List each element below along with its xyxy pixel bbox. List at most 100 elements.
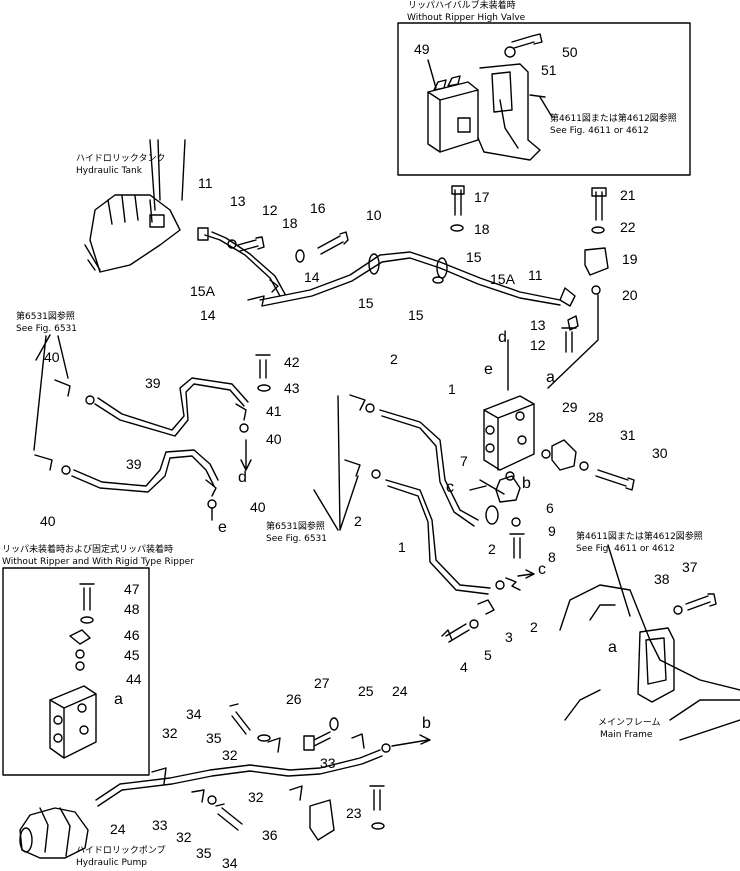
part-label-p46: 46 <box>124 627 140 643</box>
part-label-p23: 23 <box>346 805 362 821</box>
arrow-c-left <box>469 485 487 491</box>
part-label-p1b: 1 <box>398 539 406 555</box>
part-label-p45: 45 <box>124 647 140 663</box>
bolt-37 <box>685 593 717 611</box>
note-main-frame-en: Main Frame <box>600 730 653 740</box>
note-see-6531-left-en: See Fig. 6531 <box>16 324 78 334</box>
note-pump-en: Hydraulic Pump <box>76 858 147 868</box>
hose-1a <box>379 409 479 521</box>
part-label-p9: 9 <box>548 523 556 539</box>
part-label-p5: 5 <box>484 647 492 663</box>
part-label-p24a: 24 <box>392 683 408 699</box>
part-label-p13a: 13 <box>230 193 246 209</box>
part-label-p24b: 24 <box>110 821 126 837</box>
part-label-p32a: 32 <box>162 725 178 741</box>
bolt-8 <box>509 533 525 559</box>
note-see-6531-mid-jp: 第6531図参照 <box>266 522 325 532</box>
valve-44 <box>49 685 97 759</box>
part-label-p10: 10 <box>366 207 382 223</box>
part-label-p18b: 18 <box>474 221 490 237</box>
part-label-p42: 42 <box>284 354 300 370</box>
bolt-42 <box>255 354 271 379</box>
hose-39a <box>94 383 245 437</box>
part-label-p48: 48 <box>124 601 140 617</box>
note-see-6531-left-jp: 第6531図参照 <box>16 312 75 322</box>
note-see-6531-mid-en: See Fig. 6531 <box>266 534 328 544</box>
arrow-d-mid <box>240 439 252 471</box>
part-label-p31: 31 <box>620 427 636 443</box>
part-label-p33b: 33 <box>152 817 168 833</box>
note-see-4611-top-en: See Fig. 4611 or 4612 <box>550 126 649 136</box>
part-label-p38: 38 <box>654 571 670 587</box>
note-main-frame-jp: メインフレーム <box>598 718 661 728</box>
part-label-p43: 43 <box>284 380 300 396</box>
part-label-p37: 37 <box>682 559 698 575</box>
part-label-p44: 44 <box>126 671 142 687</box>
pipe-10 <box>259 251 561 301</box>
part-label-p3: 3 <box>505 629 513 645</box>
part-label-p51: 51 <box>541 62 557 78</box>
part-label-p30: 30 <box>652 445 668 461</box>
port-label-a2: a <box>114 691 123 708</box>
part-label-p14a: 14 <box>304 269 320 285</box>
fitting-29 <box>551 439 577 471</box>
part-label-p15b: 15A <box>490 271 515 287</box>
bolt-26 <box>303 731 331 751</box>
part-label-p7: 7 <box>460 453 468 469</box>
pipe-33 <box>95 749 381 801</box>
part-label-p34a: 34 <box>186 706 202 722</box>
part-label-p32c: 32 <box>176 829 192 845</box>
bolt-12b <box>561 327 577 353</box>
note-without-high-valve-jp: リッパハイバルブ未装着時 <box>408 1 516 11</box>
bracket-19 <box>584 247 609 276</box>
port-label-b1: b <box>522 475 531 492</box>
part-label-p35b: 35 <box>196 845 212 861</box>
port-label-b2: b <box>422 715 431 732</box>
pipe-14b <box>211 231 286 295</box>
part-label-p40c: 40 <box>40 513 56 529</box>
part-label-p29: 29 <box>562 399 578 415</box>
part-label-p32b: 32 <box>222 747 238 763</box>
part-label-p40b: 40 <box>266 431 282 447</box>
washer-51 <box>504 46 516 58</box>
note-pump-jp: ハイドロリックポンプ <box>76 846 166 856</box>
part-label-p40a: 40 <box>44 349 60 365</box>
part-label-p8: 8 <box>548 549 556 565</box>
part-label-p25: 25 <box>358 683 374 699</box>
part-label-p21: 21 <box>620 187 636 203</box>
part-label-p17: 17 <box>474 189 490 205</box>
part-label-p27: 27 <box>314 675 330 691</box>
port-label-e1: e <box>484 361 493 378</box>
note-hydraulic-tank-en: Hydraulic Tank <box>76 166 142 176</box>
part-label-p15a: 15 <box>466 249 482 265</box>
note-without-ripper-en: Without Ripper and With Rigid Type Rippe… <box>2 557 194 567</box>
part-label-p41: 41 <box>266 403 282 419</box>
bolt-34b <box>215 803 243 831</box>
part-label-p34b: 34 <box>222 855 238 871</box>
port-label-c1: c <box>446 479 454 496</box>
elbow-3 <box>477 599 495 615</box>
part-label-p12b: 12 <box>530 337 546 353</box>
part-label-p47: 47 <box>124 581 140 597</box>
port-label-d2: d <box>238 469 247 486</box>
control-valve <box>483 395 535 471</box>
part-label-p49: 49 <box>414 41 430 57</box>
port-label-a1: a <box>546 369 555 386</box>
part-label-p22: 22 <box>620 219 636 235</box>
part-label-p2b: 2 <box>488 541 496 557</box>
part-label-p2a: 2 <box>390 351 398 367</box>
part-label-p15d: 15 <box>408 307 424 323</box>
part-label-p26: 26 <box>286 691 302 707</box>
part-label-p2d: 2 <box>530 619 538 635</box>
part-label-p36: 36 <box>262 827 278 843</box>
part-label-p19: 19 <box>622 251 638 267</box>
part-label-p12a: 12 <box>262 202 278 218</box>
arrow-b-bottom <box>391 734 431 747</box>
note-see-4611-right-en: See Fig. 4611 or 4612 <box>576 544 675 554</box>
note-see-4611-top-jp: 第4611図または第4612図参照 <box>550 114 677 124</box>
part-label-p15A1: 15A <box>190 283 215 299</box>
part-label-p6: 6 <box>546 500 554 516</box>
port-label-e2: e <box>218 519 227 536</box>
bolt-16 <box>317 231 349 255</box>
